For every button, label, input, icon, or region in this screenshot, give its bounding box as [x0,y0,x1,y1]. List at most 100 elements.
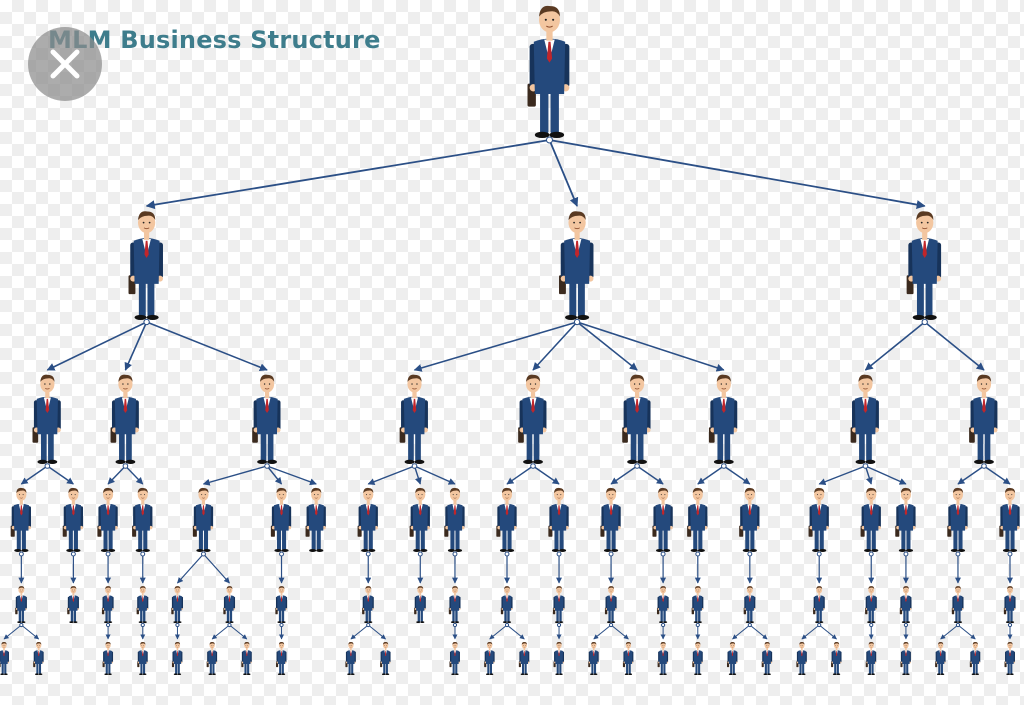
businessman-icon [588,641,599,675]
businessman-icon [67,586,79,623]
connector-node [747,551,753,557]
connector-line [576,321,638,371]
connector-line [749,624,768,640]
businessman-icon [527,5,570,138]
businessman-icon [252,374,281,464]
businessman-icon [726,641,738,675]
businessman-icon [171,586,184,623]
connector-line [818,624,837,640]
businessman-icon [999,487,1020,552]
connector-node [175,622,180,628]
connector-node [1007,622,1013,628]
businessman-icon [10,487,31,552]
connector-node [721,463,727,469]
connector-node [264,463,270,469]
connector-node [18,551,24,557]
businessman-icon [132,487,153,552]
businessman-icon [850,374,879,464]
connector-line [610,624,629,640]
businessman-icon [305,487,326,552]
businessman-icon [275,586,288,623]
connector-node [573,318,581,326]
connector-line [983,465,1011,485]
connector-node [608,622,614,628]
connector-node [817,622,822,628]
businessman-icon [692,641,703,675]
businessman-icon [743,586,756,623]
person-nodes [0,5,1020,675]
connector-node [227,622,232,628]
connector-node [201,551,206,557]
connector-node [556,622,562,628]
businessman-icon [270,487,292,552]
connector-line [818,465,866,485]
connector-node [105,622,111,628]
businessman-icon [223,586,236,623]
connector-node [105,551,111,557]
connector-line [21,624,40,640]
businessman-icon [604,586,617,623]
businessman-icon [548,487,569,552]
connector-line [549,139,926,210]
connector-node [279,551,284,557]
connector-line [924,321,985,371]
connector-node [747,622,752,628]
businessman-icon [0,641,9,675]
businessman-icon [362,586,374,623]
connector-node [608,551,614,557]
connector-line [593,624,612,640]
connector-node [19,622,24,628]
businessman-icon [600,487,621,552]
businessman-icon [622,641,634,675]
connector-line [940,624,959,640]
connector-node [417,551,423,557]
businessman-icon [708,374,738,464]
businessman-icon [761,641,773,675]
connector-line [266,465,317,486]
connector-node [981,463,987,469]
connector-node [279,622,284,628]
businessman-icon [622,374,651,464]
connector-line [506,624,525,640]
businessman-icon [448,586,461,623]
businessman-icon [192,487,214,552]
connector-line [124,465,144,485]
connector-line [367,465,415,485]
connector-node [660,551,666,557]
connector-line [610,465,638,485]
connector-line [203,553,230,584]
businessman-icon [518,374,547,464]
connector-line [107,465,126,485]
businessman-icon [101,586,114,623]
connector-line [576,321,725,372]
connector-line [506,465,534,485]
connector-lines [3,136,1013,640]
connector-line [864,321,926,371]
businessman-icon [899,586,912,623]
connector-line [723,465,751,485]
connector-node [140,551,146,557]
businessman-icon [1003,586,1016,623]
connector-node [545,136,553,144]
businessman-icon [276,641,287,675]
connector-line [865,465,907,485]
businessman-icon [97,487,118,552]
close-button[interactable] [28,27,102,101]
connector-node [411,463,418,469]
businessman-icon [241,641,252,675]
connector-node [452,622,458,628]
businessman-icon [865,641,877,675]
connector-node [903,622,909,628]
businessman-icon [808,487,829,552]
connector-line [20,465,48,485]
connector-line [801,624,820,640]
businessman-icon [380,641,391,675]
connector-node [862,463,869,469]
connector-line [202,465,268,486]
businessman-icon [399,374,428,464]
businessman-icon [687,487,708,552]
connector-line [266,465,283,485]
businessman-icon [969,374,998,464]
connector-node [530,463,536,469]
businessman-icon [656,586,669,623]
